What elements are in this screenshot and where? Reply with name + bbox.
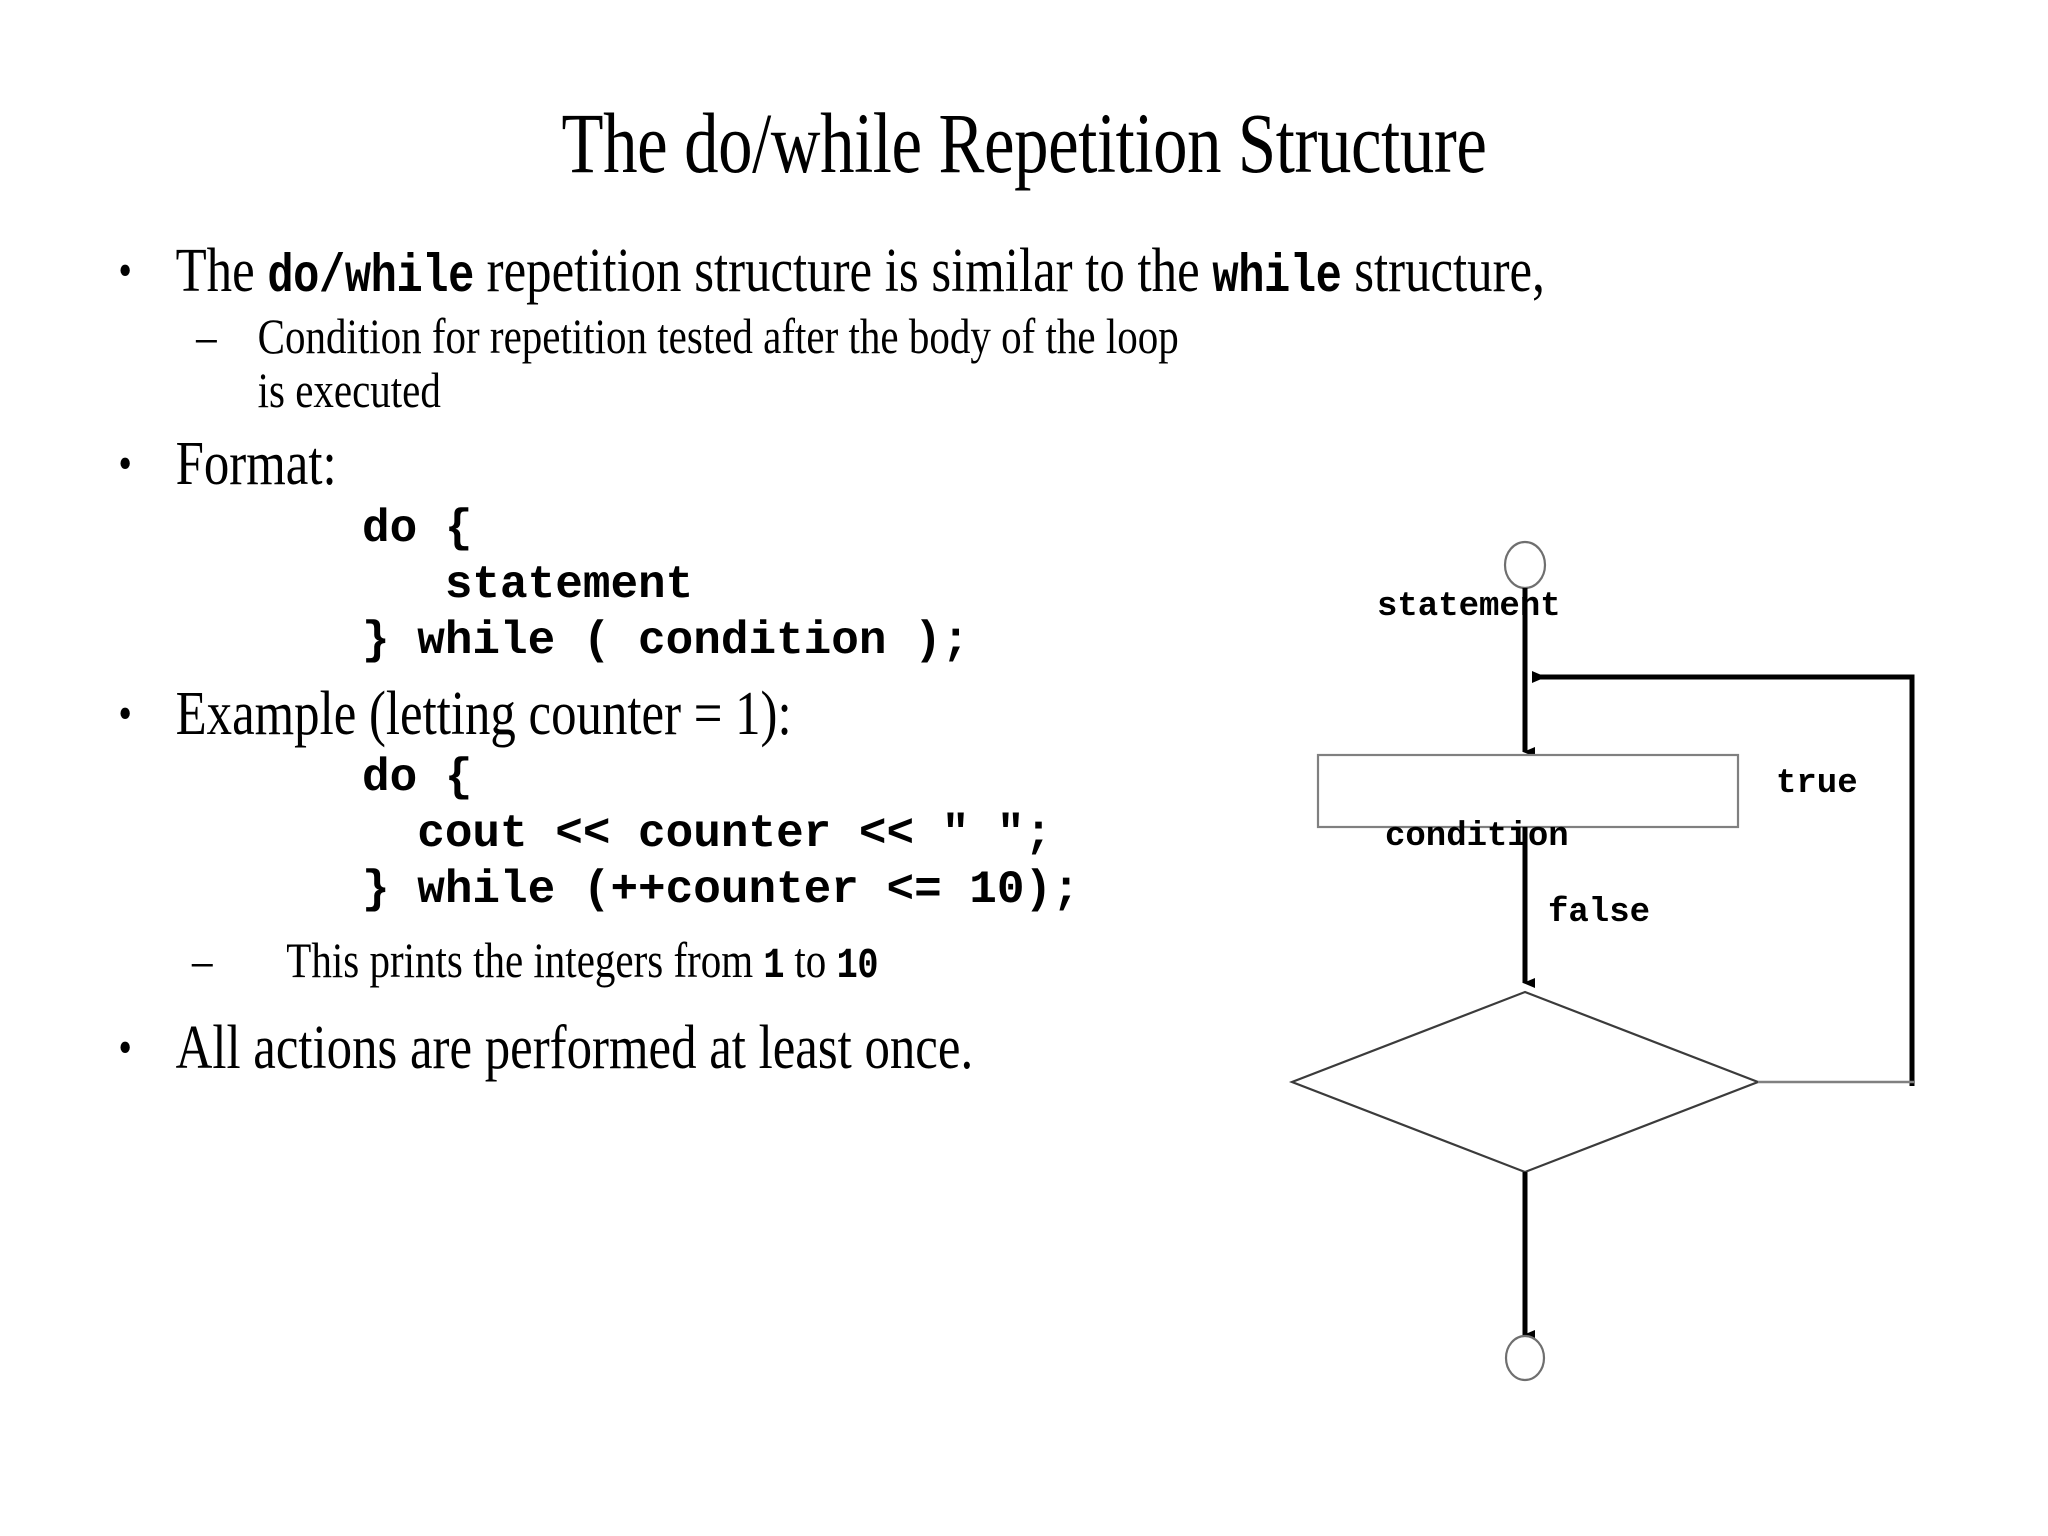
subbullet-part-text: This prints the integers from (286, 931, 764, 988)
bullet-text: All actions are performed at least once. (175, 1013, 974, 1082)
bullet-marker-icon: • (118, 437, 132, 491)
bullet-part-text: The (175, 237, 268, 305)
subbullet-part-text: to (784, 931, 837, 988)
code-line: cout << counter << " "; (362, 808, 1053, 861)
bullet-format: • Format: (110, 433, 1586, 496)
bullet-text: Format: (175, 430, 337, 499)
bullet-part-code: while (1212, 248, 1342, 308)
dash-marker-icon: – (196, 308, 217, 365)
statement-box-label: statement (1377, 588, 1561, 626)
bullet-all-actions-once: • All actions are performed at least onc… (110, 1013, 1586, 1082)
condition-diamond (1288, 990, 1762, 1174)
subbullet-text: This prints the integers from 1 to 10 (286, 931, 879, 990)
bullet-part-text: repetition structure is similar to the (473, 237, 1213, 305)
slide-body: • The do/while repetition structure is s… (110, 239, 1545, 1084)
subbullet-condition-tested-after: – Condition for repetition tested after … (110, 309, 1668, 417)
code-line: do { (362, 502, 473, 555)
true-branch-label: true (1776, 765, 1858, 803)
statement-box (1316, 753, 1740, 829)
subbullet-part-code: 1 (763, 940, 785, 990)
format-code-block: do { statement } while ( condition ); (110, 501, 1530, 669)
end-connector-circle (1504, 1334, 1546, 1382)
bullet-text: Example (letting counter = 1): (175, 679, 792, 748)
edge-true-feedback (1532, 671, 1915, 1086)
bullet-example: • Example (letting counter = 1): (110, 679, 1586, 748)
bullet-marker-icon: • (118, 1020, 132, 1074)
page-title: The do/while Repetition Structure (561, 95, 1487, 191)
subbullet-line-1: Condition for repetition tested after th… (257, 308, 1179, 365)
subbullet-line-2: is executed (257, 362, 441, 419)
code-line: } while (++counter <= 10); (362, 864, 1080, 917)
bullet-text: The do/while repetition structure is sim… (176, 237, 1545, 305)
subbullet-part-code: 10 (836, 940, 879, 990)
example-code-block: do { cout << counter << " "; } while (++… (110, 750, 1530, 918)
bullet-do-while-similar: • The do/while repetition structure is s… (110, 237, 1586, 305)
dash-marker-icon: – (192, 931, 213, 988)
subbullet-prints-integers: – This prints the integers from 1 to 10 (110, 933, 1697, 989)
start-connector-circle (1503, 540, 1547, 590)
do-while-flowchart: statement condition true false (1240, 400, 2000, 1420)
bullet-marker-icon: • (118, 244, 132, 297)
condition-diamond-label: condition (1385, 818, 1569, 856)
bullet-marker-icon: • (118, 686, 132, 740)
bullet-part-text: structure, (1341, 237, 1545, 305)
code-line: do { (362, 752, 473, 805)
code-line: } while ( condition ); (362, 614, 970, 667)
bullet-part-code: do/while (267, 248, 474, 308)
false-branch-label: false (1548, 894, 1651, 932)
code-line: statement (362, 558, 694, 611)
